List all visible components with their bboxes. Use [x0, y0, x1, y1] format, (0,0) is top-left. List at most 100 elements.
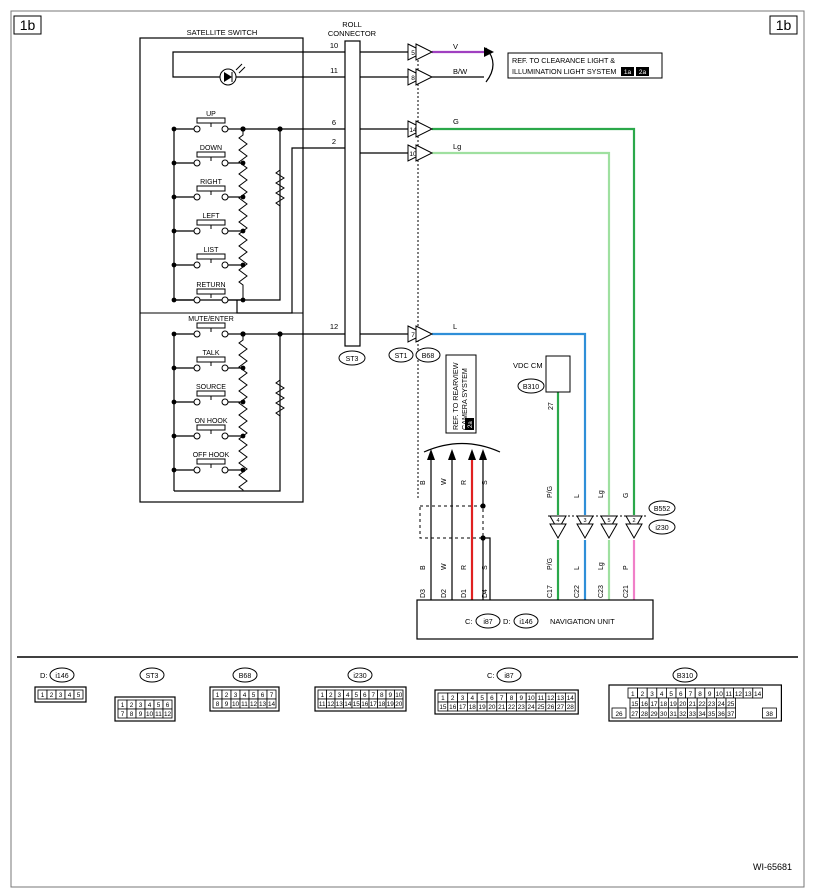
- svg-text:6: 6: [490, 695, 494, 702]
- svg-text:2: 2: [329, 692, 333, 699]
- page-tag-left-box: [13, 15, 42, 35]
- svg-text:P: P: [623, 565, 630, 570]
- tag-st1: [388, 347, 414, 363]
- svg-text:33: 33: [689, 711, 697, 718]
- svg-text:6: 6: [261, 692, 265, 699]
- switch-button-right: RIGHT: [171, 179, 246, 201]
- svg-text:3: 3: [337, 692, 341, 699]
- svg-text:5: 5: [77, 692, 81, 699]
- roll-connector-title-2: CONNECTOR: [328, 29, 377, 38]
- ref-clearance-box: REF. TO CLEARANCE LIGHT & ILLUMINATION L…: [507, 52, 663, 79]
- wire-label-bw: B/W: [453, 67, 468, 76]
- svg-text:S: S: [482, 565, 489, 570]
- mid-connectors: 5 8 14 10 7 ST1 B68: [388, 43, 441, 363]
- svg-text:4: 4: [346, 692, 350, 699]
- svg-text:1: 1: [441, 695, 445, 702]
- svg-text:10: 10: [395, 692, 403, 699]
- svg-text:7: 7: [270, 692, 274, 699]
- svg-text:4: 4: [556, 518, 559, 524]
- svg-text:NAVIGATION UNIT: NAVIGATION UNIT: [550, 617, 615, 626]
- svg-text:S: S: [482, 480, 489, 485]
- svg-text:11: 11: [241, 701, 248, 708]
- svg-text:11: 11: [155, 711, 162, 718]
- svg-text:4: 4: [243, 692, 247, 699]
- svg-text:4: 4: [660, 691, 664, 698]
- colored-wires: [432, 47, 636, 600]
- svg-text:28: 28: [567, 704, 575, 711]
- switch-button-off-hook: OFF HOOK: [171, 452, 246, 474]
- svg-text:37: 37: [727, 711, 735, 718]
- svg-text:13: 13: [744, 691, 752, 698]
- switch-button-source: SOURCE: [171, 384, 246, 406]
- svg-text:2: 2: [130, 702, 134, 709]
- svg-text:20: 20: [679, 701, 687, 708]
- switch-button-return: RETURN: [171, 282, 246, 304]
- svg-text:14: 14: [344, 701, 352, 708]
- svg-text:R: R: [461, 565, 468, 570]
- svg-text:17: 17: [459, 704, 467, 711]
- tag-st3: [338, 350, 366, 366]
- svg-text:2a: 2a: [468, 421, 474, 428]
- svg-text:B310: B310: [523, 384, 539, 391]
- vdc-cm: VDC CM B310 27: [513, 355, 571, 410]
- switch-button-up: UP: [171, 111, 246, 133]
- camera-harness: B W R S B W R S D3 D2 D1 D4: [419, 443, 501, 600]
- switch-button-down: DOWN: [171, 145, 246, 167]
- up-arrow-icon: [427, 449, 435, 460]
- svg-text:5: 5: [252, 692, 256, 699]
- svg-text:17: 17: [370, 701, 378, 708]
- wire-label-lg: Lg: [453, 142, 461, 151]
- figure-id: WI-65681: [753, 862, 792, 872]
- svg-text:B552: B552: [654, 506, 670, 513]
- svg-text:Lg: Lg: [598, 490, 605, 498]
- ladder-upper-right: [174, 129, 281, 301]
- svg-text:C21: C21: [623, 585, 630, 598]
- ladder-upper-line2: [236, 147, 345, 314]
- up-arrow-icon: [479, 449, 487, 460]
- svg-text:B68: B68: [422, 353, 435, 360]
- svg-text:38: 38: [766, 711, 774, 718]
- nav-wire-labels: P/G L Lg G P/G L Lg P C17 C22 C23 C21: [547, 486, 630, 598]
- svg-text:D1: D1: [461, 589, 468, 598]
- switch-button-on-hook: ON HOOK: [171, 418, 246, 440]
- svg-text:18: 18: [469, 704, 477, 711]
- svg-text:i87: i87: [483, 619, 492, 626]
- page-tag-right-box: [769, 15, 798, 35]
- svg-text:18: 18: [660, 701, 668, 708]
- svg-text:26: 26: [547, 704, 555, 711]
- svg-text:10: 10: [409, 151, 417, 158]
- svg-text:11: 11: [319, 701, 326, 708]
- svg-text:22: 22: [698, 701, 706, 708]
- svg-text:ST1: ST1: [395, 353, 408, 360]
- svg-text:30: 30: [660, 711, 668, 718]
- svg-text:8: 8: [380, 692, 384, 699]
- svg-text:REF. TO REARVIEW: REF. TO REARVIEW: [451, 362, 460, 430]
- svg-text:9: 9: [388, 692, 392, 699]
- svg-text:18: 18: [378, 701, 386, 708]
- svg-text:29: 29: [650, 711, 658, 718]
- svg-text:i230: i230: [353, 673, 366, 680]
- svg-text:13: 13: [557, 695, 565, 702]
- svg-text:26: 26: [615, 711, 623, 718]
- svg-text:7: 7: [371, 692, 375, 699]
- svg-text:2: 2: [641, 691, 645, 698]
- switch-button-talk: TALK: [171, 350, 246, 372]
- svg-text:25: 25: [727, 701, 735, 708]
- svg-text:10: 10: [528, 695, 536, 702]
- svg-text:20: 20: [395, 701, 403, 708]
- svg-text:14: 14: [268, 701, 276, 708]
- svg-text:36: 36: [718, 711, 726, 718]
- svg-text:15: 15: [353, 701, 361, 708]
- svg-text:i146: i146: [55, 673, 68, 680]
- svg-text:1: 1: [41, 692, 45, 699]
- svg-text:7: 7: [121, 711, 125, 718]
- svg-text:10: 10: [716, 691, 724, 698]
- led-icon: [219, 63, 246, 86]
- svg-text:3: 3: [650, 691, 654, 698]
- ladder-lower-right: [174, 334, 281, 492]
- svg-text:D:: D:: [503, 617, 511, 626]
- svg-text:11: 11: [538, 695, 545, 702]
